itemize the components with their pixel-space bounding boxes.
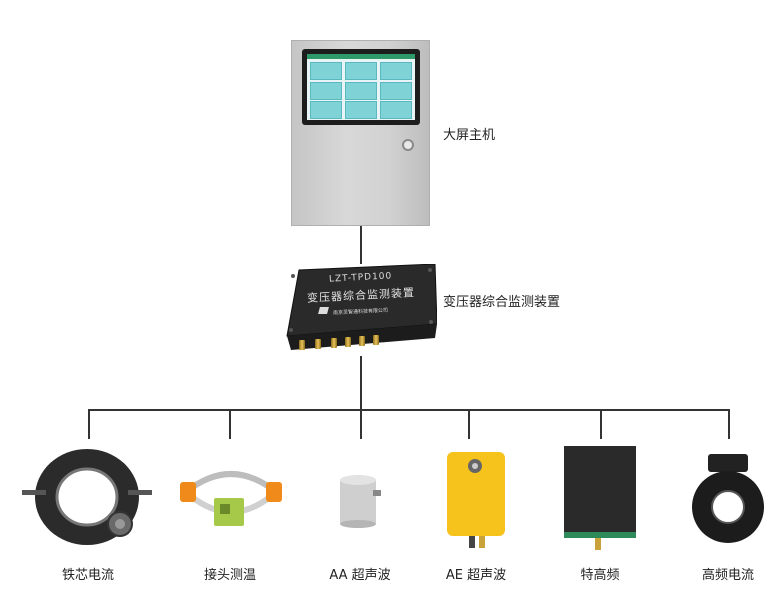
connector-port	[331, 338, 337, 348]
host-cabinet	[291, 40, 430, 226]
joint-temp-sensor	[176, 462, 286, 534]
lock-icon	[402, 139, 414, 151]
screen-tile	[310, 62, 342, 80]
sensor-label-core-current: 铁芯电流	[61, 568, 114, 583]
sensor-label-joint-temp: 接头测温	[203, 568, 256, 583]
host-screen-header	[307, 54, 415, 59]
host-to-device-line	[360, 226, 362, 264]
company-logo-icon	[318, 307, 329, 314]
drop-line-aa-ultrasonic	[360, 409, 362, 439]
core-current-sensor	[22, 442, 152, 552]
screen-tile	[345, 62, 377, 80]
screen-tile	[345, 101, 377, 119]
screen-tile	[310, 101, 342, 119]
device-to-bus-line	[360, 356, 362, 410]
drop-line-hf-current	[728, 409, 730, 439]
drop-line-core-current	[88, 409, 90, 439]
screen-tile	[380, 62, 412, 80]
sensor-label-ae-ultrasonic: AE 超声波	[445, 568, 507, 583]
hf-current-sensor	[690, 452, 766, 548]
connector-port	[345, 337, 351, 347]
drop-line-uhf	[600, 409, 602, 439]
monitoring-device: LZT-TPD100 变压器综合监测装置 南京灵智通科技有限公司	[285, 264, 437, 356]
connector-port	[299, 340, 305, 350]
ae-ultrasonic-sensor	[445, 450, 507, 554]
host-screen	[307, 54, 415, 120]
sensor-label-aa-ultrasonic: AA 超声波	[329, 568, 391, 583]
screen-tile	[380, 101, 412, 119]
connector-port	[359, 336, 365, 346]
uhf-sensor	[562, 444, 638, 552]
host-label: 大屏主机	[443, 128, 496, 143]
drop-line-ae-ultrasonic	[468, 409, 470, 439]
screen-tile	[345, 82, 377, 100]
screen-tile	[380, 82, 412, 100]
sensor-bus-line	[88, 409, 729, 411]
connector-port	[315, 339, 321, 349]
host-screen-frame	[302, 49, 420, 125]
connector-port	[373, 335, 379, 345]
aa-ultrasonic-sensor	[335, 472, 385, 528]
device-label: 变压器综合监测装置	[443, 295, 561, 310]
drop-line-joint-temp	[229, 409, 231, 439]
sensor-label-hf-current: 高频电流	[701, 568, 754, 583]
sensor-label-uhf: 特高频	[580, 568, 620, 583]
screen-tile	[310, 82, 342, 100]
